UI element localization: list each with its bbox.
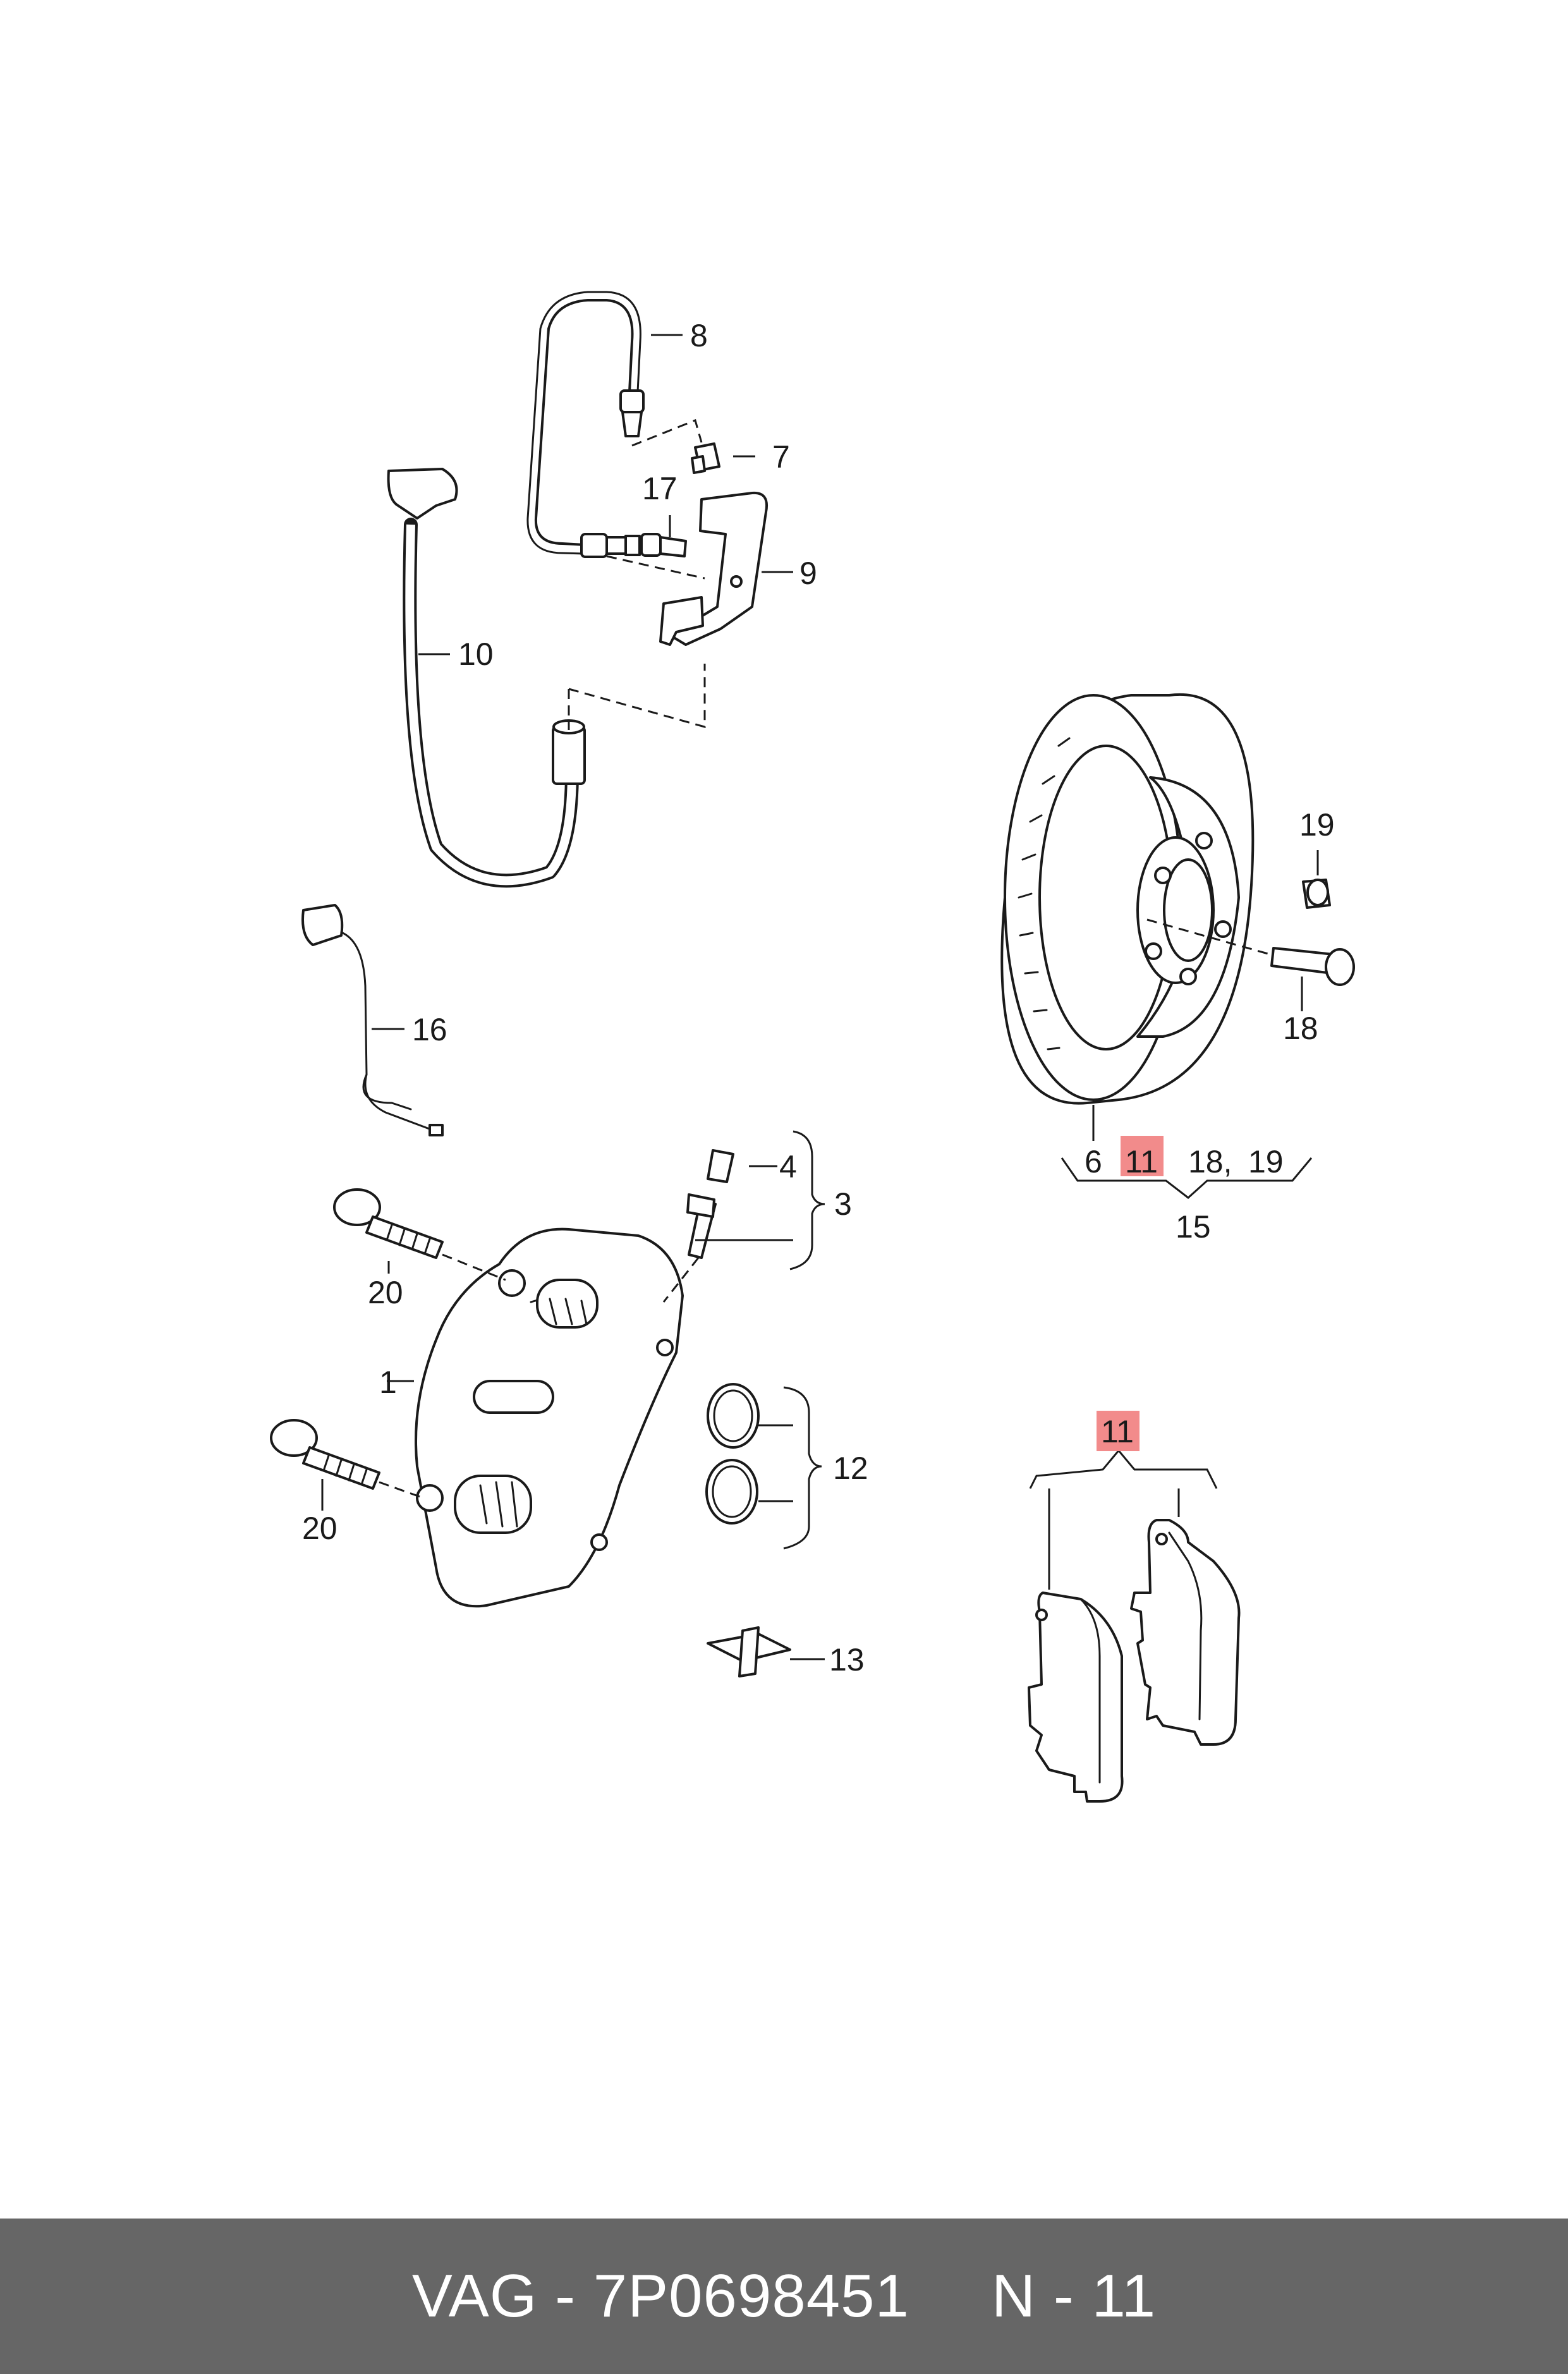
sensor-cable	[387, 468, 586, 888]
brake-pads	[1028, 1519, 1241, 1803]
bleeder-cap	[707, 1149, 734, 1183]
seal-rings	[705, 1383, 760, 1525]
brake-disc	[1000, 693, 1255, 1105]
callout-11-pads: 11	[1101, 1414, 1134, 1449]
wear-indicator	[301, 904, 444, 1136]
callout-12: 12	[833, 1451, 868, 1486]
clip	[691, 442, 720, 474]
callout-6: 6	[1085, 1144, 1102, 1179]
callout-17: 17	[642, 471, 678, 506]
callout-18: 18	[1283, 1011, 1318, 1046]
callout-3: 3	[834, 1186, 852, 1222]
callout-4: 4	[779, 1149, 797, 1184]
highlight-box-pads	[1097, 1411, 1140, 1451]
spring-clip	[707, 1626, 791, 1677]
bracket	[659, 491, 768, 646]
callout-10: 10	[458, 636, 494, 672]
footer-bar: VAG - 7P0698451 N - 11	[0, 2219, 1568, 2374]
bolt-20-top	[333, 1188, 444, 1259]
bolt-17	[640, 533, 687, 557]
callout-20-bottom: 20	[302, 1511, 337, 1546]
highlight-box-disc	[1121, 1136, 1164, 1176]
callout-19: 19	[1299, 807, 1335, 843]
callout-19-disc: 19	[1248, 1144, 1284, 1179]
disc-bolt-18	[1270, 947, 1355, 986]
footer-separator: -	[555, 2262, 576, 2330]
callout-20-top: 20	[368, 1275, 403, 1310]
callout-7: 7	[772, 439, 790, 475]
callout-11-disc: 11	[1125, 1144, 1158, 1179]
footer-position-label: N - 11	[991, 2262, 1157, 2330]
disc-screw-19	[1302, 879, 1331, 909]
parts-diagram: 8 7 17 9 10 16 4 3 20 1 12 20 13 19 18 6…	[270, 291, 1355, 1803]
callout-1: 1	[379, 1365, 397, 1400]
footer-part-number: 7P0698451	[593, 2262, 909, 2330]
footer-brand: VAG	[411, 2262, 538, 2330]
callout-16: 16	[412, 1012, 447, 1047]
callout-18-disc: 18,	[1188, 1144, 1232, 1179]
callout-13: 13	[829, 1642, 865, 1677]
bleeder-screw	[686, 1193, 717, 1259]
brake-hose-assembly	[526, 291, 645, 558]
callout-15: 15	[1176, 1209, 1211, 1245]
callout-9: 9	[799, 556, 817, 591]
caliper	[415, 1227, 684, 1608]
callout-8: 8	[690, 318, 708, 353]
bolt-20-bottom	[270, 1419, 380, 1490]
